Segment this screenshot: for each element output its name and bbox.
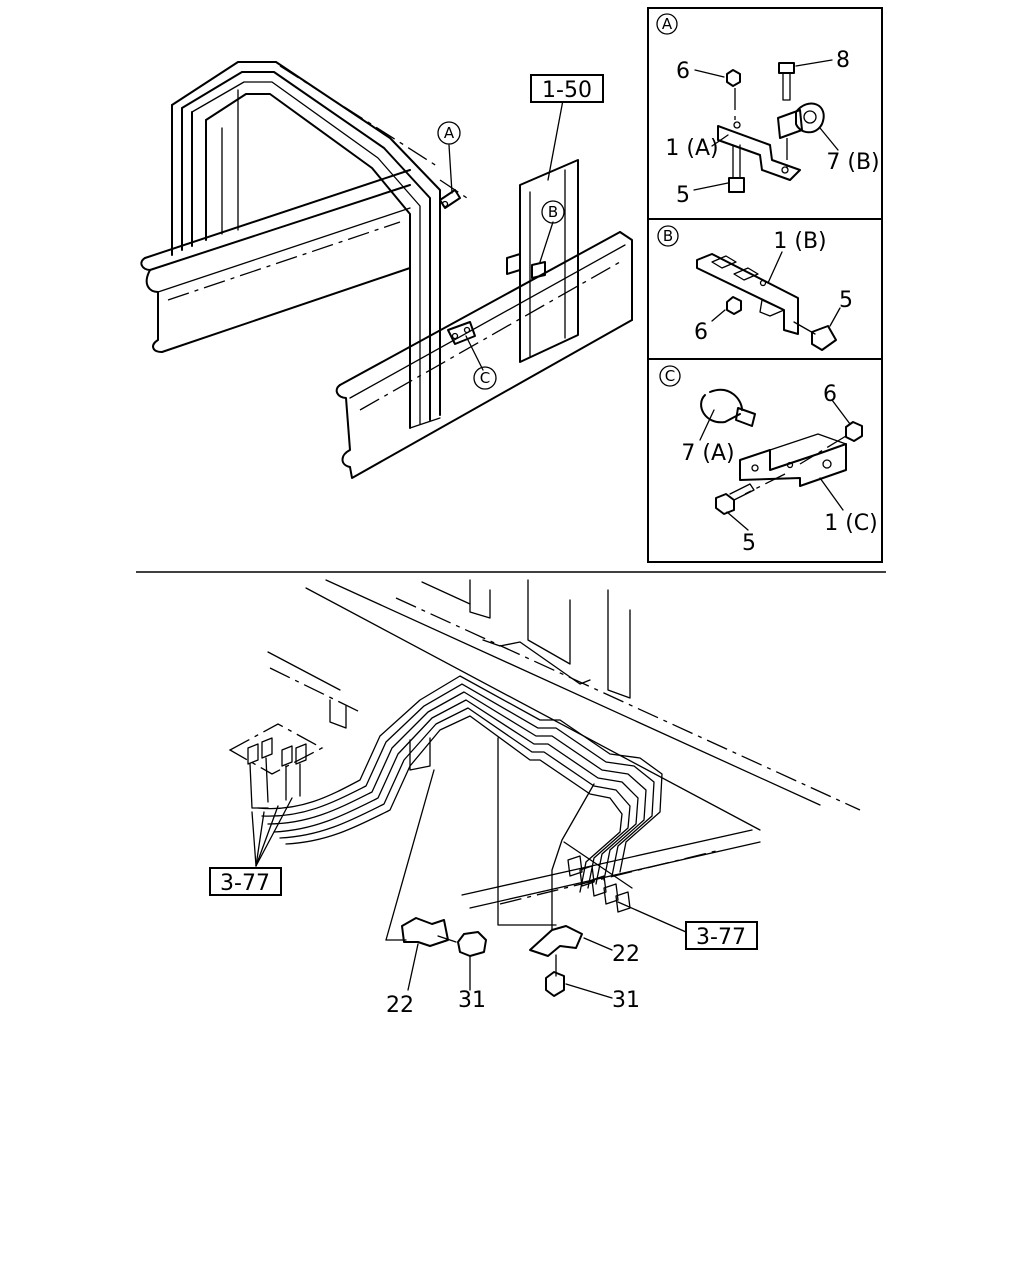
callout-b-circle: B [541, 200, 565, 224]
svg-text:3-77: 3-77 [696, 925, 746, 950]
panel-a-label-5: 5 [676, 183, 690, 208]
detail-panel-a: A [656, 13, 839, 193]
detail-panels-frame [647, 7, 883, 563]
svg-text:1-50: 1-50 [542, 78, 592, 103]
panel-c-label-6: 6 [823, 382, 837, 407]
reference-box-1-50: 1-50 [530, 74, 604, 103]
reference-box-3-77-left: 3-77 [209, 867, 282, 896]
panel-c-label-1c: 1 (C) [824, 511, 878, 536]
detail-panel-b: B [657, 225, 841, 351]
svg-text:A: A [444, 124, 455, 142]
reference-box-3-77-right: 3-77 [685, 921, 758, 950]
panel-b-label-1b: 1 (B) [773, 229, 826, 254]
svg-text:C: C [480, 369, 490, 387]
panel-a-label-1a: 1 (A) [665, 136, 718, 161]
lower-label-22-right: 22 [612, 942, 640, 967]
detail-panel-c: C [659, 365, 863, 531]
lower-label-22-left: 22 [386, 993, 414, 1018]
lower-label-31-right: 31 [612, 988, 640, 1013]
panel-a-label-8: 8 [836, 48, 850, 73]
panel-b-label-5: 5 [839, 288, 853, 313]
upper-frame-drawing [140, 61, 633, 479]
svg-text:C: C [665, 367, 675, 385]
panel-c-label-7a: 7 (A) [681, 441, 734, 466]
panel-a-label-7b: 7 (B) [826, 150, 879, 175]
svg-text:B: B [663, 227, 673, 245]
svg-text:3-77: 3-77 [220, 871, 270, 896]
lower-label-31-left: 31 [458, 988, 486, 1013]
svg-text:A: A [662, 15, 673, 33]
panel-a-label-6: 6 [676, 59, 690, 84]
svg-text:B: B [548, 203, 558, 221]
lower-pipe-drawing [228, 579, 861, 999]
callout-a-circle: A [437, 121, 461, 145]
callout-c-circle: C [473, 366, 497, 390]
panel-c-label-5: 5 [742, 531, 756, 556]
panel-b-label-6: 6 [694, 320, 708, 345]
